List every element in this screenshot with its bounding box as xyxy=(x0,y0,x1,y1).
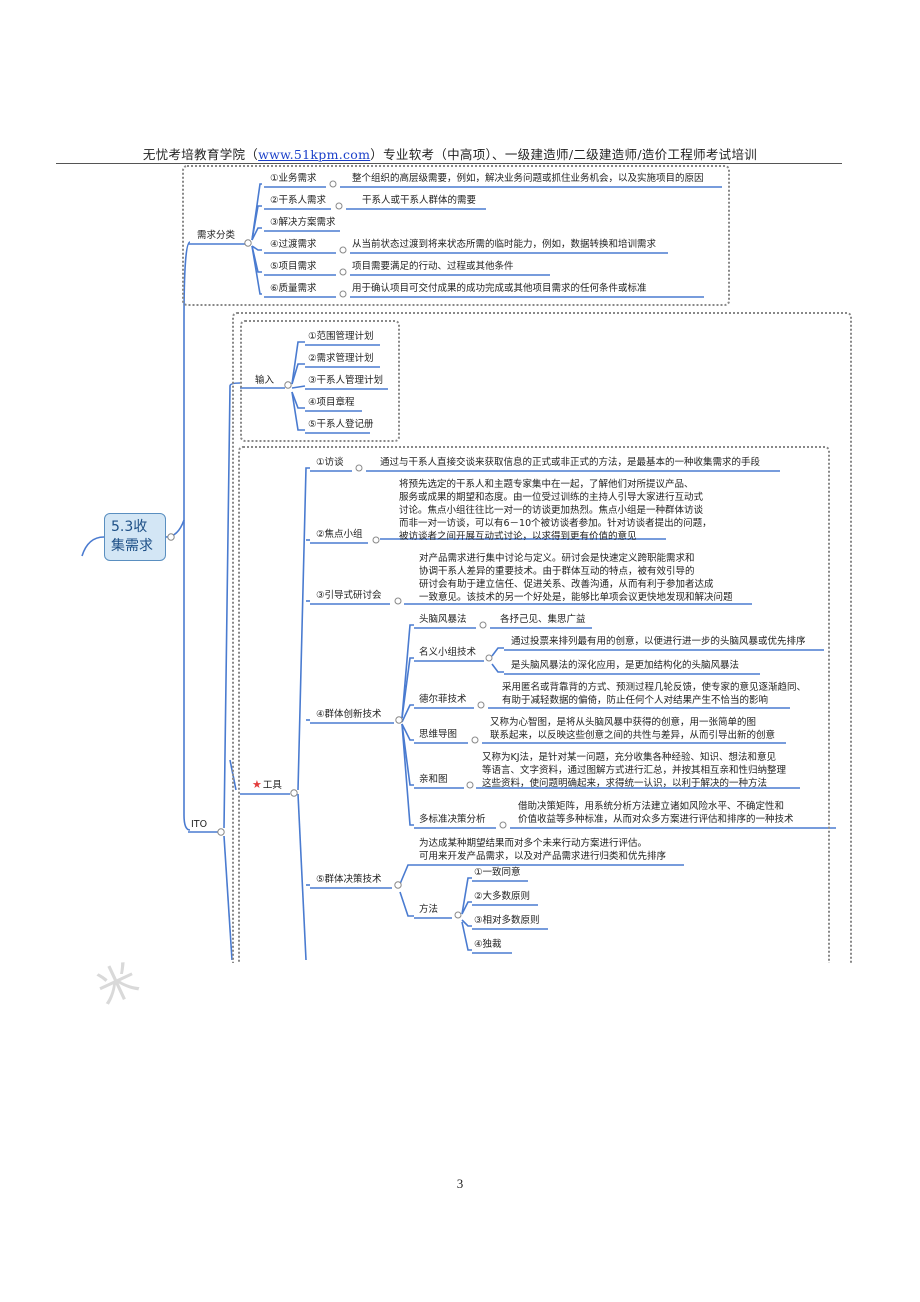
mindmap-name[interactable]: 思维导图 xyxy=(419,729,458,740)
page-blank-area xyxy=(0,963,920,1302)
method-label[interactable]: 方法 xyxy=(419,904,439,915)
nominal-desc: 通过投票来排列最有用的创意，以便进行进一步的头脑风暴或优先排序 xyxy=(511,636,806,647)
focus-desc-line: 被访谈者之间开展互动式讨论，以求得到更有价值的意见 xyxy=(399,531,637,542)
header-text-after: ）专业软考（中高项）、一级建造师/二级建造师/造价工程师考试培训 xyxy=(370,147,758,162)
req-item-desc: 整个组织的高层级需要，例如，解决业务问题或抓住业务机会，以及实施项目的原因 xyxy=(352,173,704,184)
page-header: 无忧考培教育学院（www.51kpm.com）专业软考（中高项）、一级建造师/二… xyxy=(60,144,840,163)
tool-workshop[interactable]: ③引导式研讨会 xyxy=(316,590,382,601)
mindmap-desc-line: 又称为心智图，是将从头脑风暴中获得的创意，用一张简单的图 xyxy=(490,717,757,728)
req-item-name[interactable]: ②干系人需求 xyxy=(270,195,327,206)
tool-interview[interactable]: ①访谈 xyxy=(316,457,344,468)
method-item[interactable]: ①一致同意 xyxy=(474,867,521,878)
input-item[interactable]: ②需求管理计划 xyxy=(308,353,374,364)
input-item[interactable]: ①范围管理计划 xyxy=(308,331,374,342)
method-item[interactable]: ④独裁 xyxy=(474,939,502,950)
req-item-desc: 干系人或干系人群体的需要 xyxy=(362,195,477,206)
req-class-label[interactable]: 需求分类 xyxy=(197,230,236,241)
root-node[interactable]: 5.3收集需求 xyxy=(104,513,166,561)
mindmap-desc-line: 联系起来，以反映这些创意之间的共性与差异，从而引导出新的创意 xyxy=(490,730,776,741)
focus-desc-line: 将预先选定的干系人和主题专家集中在一起，了解他们对所提议产品、 xyxy=(399,479,694,490)
method-item[interactable]: ③相对多数原则 xyxy=(474,915,540,926)
mcda-desc-line: 借助决策矩阵，用系统分析方法建立诸如风险水平、不确定性和 xyxy=(518,801,785,812)
mcda-desc-line: 价值收益等多种标准，从而对众多方案进行评估和排序的一种技术 xyxy=(518,814,794,825)
tool-focus-group[interactable]: ②焦点小组 xyxy=(316,529,363,540)
delphi-desc-line: 采用匿名或背靠背的方式、预测过程几轮反馈，使专家的意见逐渐趋同、 xyxy=(502,682,807,693)
workshop-desc-line: 一致意见。该技术的另一个好处是，能够比单项会议更快地发现和解决问题 xyxy=(419,592,733,603)
workshop-desc-line: 协调干系人差异的重要技术。由于群体互动的特点，被有效引导的 xyxy=(419,566,695,577)
tool-decision[interactable]: ⑤群体决策技术 xyxy=(316,874,382,885)
decision-desc-line: 可用来开发产品需求，以及对产品需求进行归类和优先排序 xyxy=(419,851,667,862)
header-link[interactable]: www.51kpm.com xyxy=(258,147,371,162)
method-item[interactable]: ②大多数原则 xyxy=(474,891,531,902)
header-rule xyxy=(56,163,842,164)
workshop-desc-line: 研讨会有助于建立信任、促进关系、改善沟通，从而有利于参加者达成 xyxy=(419,579,714,590)
req-item-name[interactable]: ⑥质量需求 xyxy=(270,283,317,294)
req-class-frame xyxy=(182,165,730,306)
affinity-desc-line: 等语言、文字资料，通过图解方式进行汇总，并按其相互亲和性归纳整理 xyxy=(482,765,787,776)
affinity-desc-line: 这些资料，使问题明确起来，求得统一认识，以利于解决的一种方法 xyxy=(482,778,768,789)
ito-label[interactable]: ITO xyxy=(191,819,208,830)
header-text-before: 无忧考培教育学院（ xyxy=(142,147,259,162)
delphi-desc-line: 有助于减轻数据的偏倚，防止任何个人对结果产生不恰当的影响 xyxy=(502,695,769,706)
nominal-name[interactable]: 名义小组技术 xyxy=(419,647,477,658)
req-item-name[interactable]: ④过渡需求 xyxy=(270,239,317,250)
brainstorm-name[interactable]: 头脑风暴法 xyxy=(419,614,467,625)
nominal-desc: 是头脑风暴法的深化应用，是更加结构化的头脑风暴法 xyxy=(511,660,740,671)
req-item-desc: 从当前状态过渡到将来状态所需的临时能力，例如，数据转换和培训需求 xyxy=(352,239,657,250)
input-frame xyxy=(240,320,400,442)
workshop-desc-line: 对产品需求进行集中讨论与定义。研讨会是快速定义跨职能需求和 xyxy=(419,553,695,564)
req-item-name[interactable]: ③解决方案需求 xyxy=(270,217,336,228)
decision-desc-line: 为达成某种期望结果而对多个未来行动方案进行评估。 xyxy=(419,838,648,849)
input-item[interactable]: ⑤干系人登记册 xyxy=(308,419,374,430)
tool-creativity[interactable]: ④群体创新技术 xyxy=(316,709,382,720)
focus-desc-line: 而非一对一访谈，可以有6－10个被访谈者参加。针对访谈者提出的问题， xyxy=(399,518,712,529)
delphi-name[interactable]: 德尔菲技术 xyxy=(419,694,467,705)
focus-desc-line: 服务或成果的期望和态度。由一位受过训练的主持人引导大家进行互动式 xyxy=(399,492,704,503)
star-icon: ★ xyxy=(252,778,262,791)
input-item[interactable]: ④项目章程 xyxy=(308,397,355,408)
req-item-desc: 用于确认项目可交付成果的成功完成或其他项目需求的任何条件或标准 xyxy=(352,283,647,294)
focus-desc-line: 讨论。焦点小组往往比一对一的访谈更加热烈。焦点小组是一种群体访谈 xyxy=(399,505,704,516)
tools-label[interactable]: ★工具 xyxy=(252,778,282,792)
affinity-desc-line: 又称为KJ法，是针对某一问题，充分收集各种经验、知识、想法和意见 xyxy=(482,752,777,763)
affinity-name[interactable]: 亲和图 xyxy=(419,774,448,785)
brainstorm-desc: 各抒己见、集思广益 xyxy=(500,614,586,625)
input-label[interactable]: 输入 xyxy=(255,375,275,386)
page-number: 3 xyxy=(456,1176,464,1191)
req-item-name[interactable]: ①业务需求 xyxy=(270,173,317,184)
req-item-name[interactable]: ⑤项目需求 xyxy=(270,261,317,272)
tools-label-text: 工具 xyxy=(262,780,282,791)
input-item[interactable]: ③干系人管理计划 xyxy=(308,375,384,386)
mcda-name[interactable]: 多标准决策分析 xyxy=(419,814,486,825)
req-item-desc: 项目需要满足的行动、过程或其他条件 xyxy=(352,261,514,272)
tool-interview-desc: 通过与干系人直接交谈来获取信息的正式或非正式的方法，是最基本的一种收集需求的手段 xyxy=(380,457,761,468)
